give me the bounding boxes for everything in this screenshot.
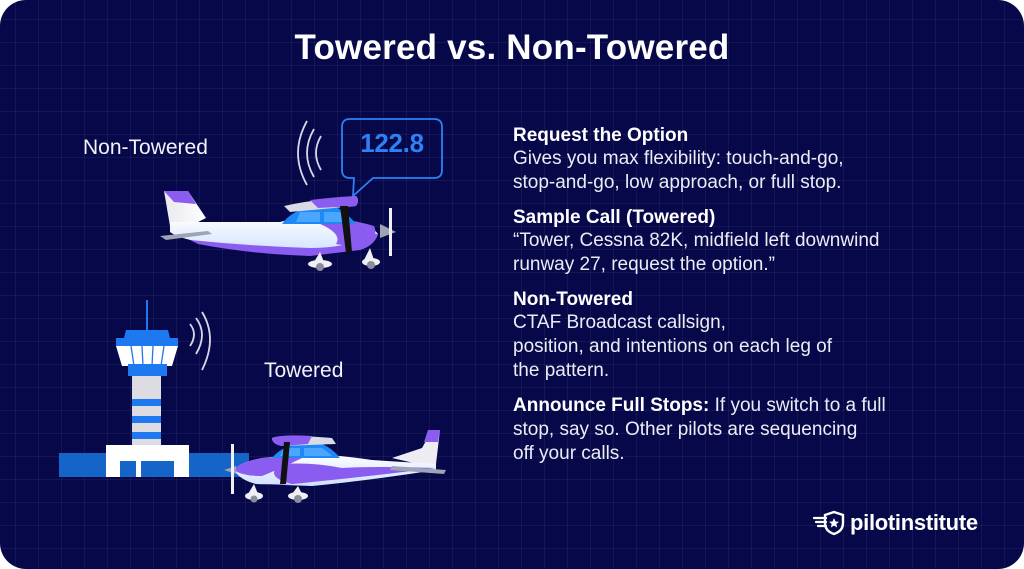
section-inline-title: Announce Full Stops: xyxy=(513,395,710,416)
section-body-line: position, and intentions on each leg of xyxy=(513,336,833,357)
radio-waves-icon xyxy=(297,120,322,186)
winged-shield-star-icon xyxy=(812,510,845,536)
section-request-option: Request the Option Gives you max flexibi… xyxy=(513,124,993,195)
section-body-line: “Tower, Cessna 82K, midfield left downwi… xyxy=(513,230,880,251)
radio-waves-icon xyxy=(189,311,211,371)
section-title: Non-Towered xyxy=(513,289,633,310)
airplane-icon xyxy=(160,191,396,271)
page-title: Towered vs. Non-Towered xyxy=(294,28,730,67)
pilot-institute-logo: pilotinstitute xyxy=(812,509,978,537)
section-body-line: stop, say so. Other pilots are sequencin… xyxy=(513,419,858,440)
section-announce-full-stops: Announce Full Stops: If you switch to a … xyxy=(513,394,993,466)
section-body-line: off your calls. xyxy=(513,443,625,464)
section-body-line: Gives you max flexibility: touch-and-go, xyxy=(513,148,844,169)
frequency-speech-bubble: 122.8 xyxy=(341,118,443,198)
control-tower-icon xyxy=(106,300,189,477)
section-sample-call: Sample Call (Towered) “Tower, Cessna 82K… xyxy=(513,206,993,277)
section-body-first: If you switch to a full xyxy=(709,395,886,416)
logo-text: pilotinstitute xyxy=(850,510,978,535)
section-body-line: Announce Full Stops: If you switch to a … xyxy=(513,394,993,418)
airplane-icon xyxy=(224,430,446,503)
section-title: Request the Option xyxy=(513,125,689,146)
section-body-line: stop-and-go, low approach, or full stop. xyxy=(513,172,842,193)
section-body-line: CTAF Broadcast callsign, xyxy=(513,312,726,333)
section-title: Sample Call (Towered) xyxy=(513,207,716,228)
non-towered-label: Non-Towered xyxy=(83,136,208,159)
frequency-value: 122.8 xyxy=(360,128,424,158)
speech-bubble-icon xyxy=(341,118,443,198)
tips-content: Request the Option Gives you max flexibi… xyxy=(513,124,993,477)
section-non-towered: Non-Towered CTAF Broadcast callsign, pos… xyxy=(513,288,993,383)
section-body-line: the pattern. xyxy=(513,360,610,381)
towered-label: Towered xyxy=(264,359,344,382)
section-body-line: runway 27, request the option.” xyxy=(513,254,775,275)
